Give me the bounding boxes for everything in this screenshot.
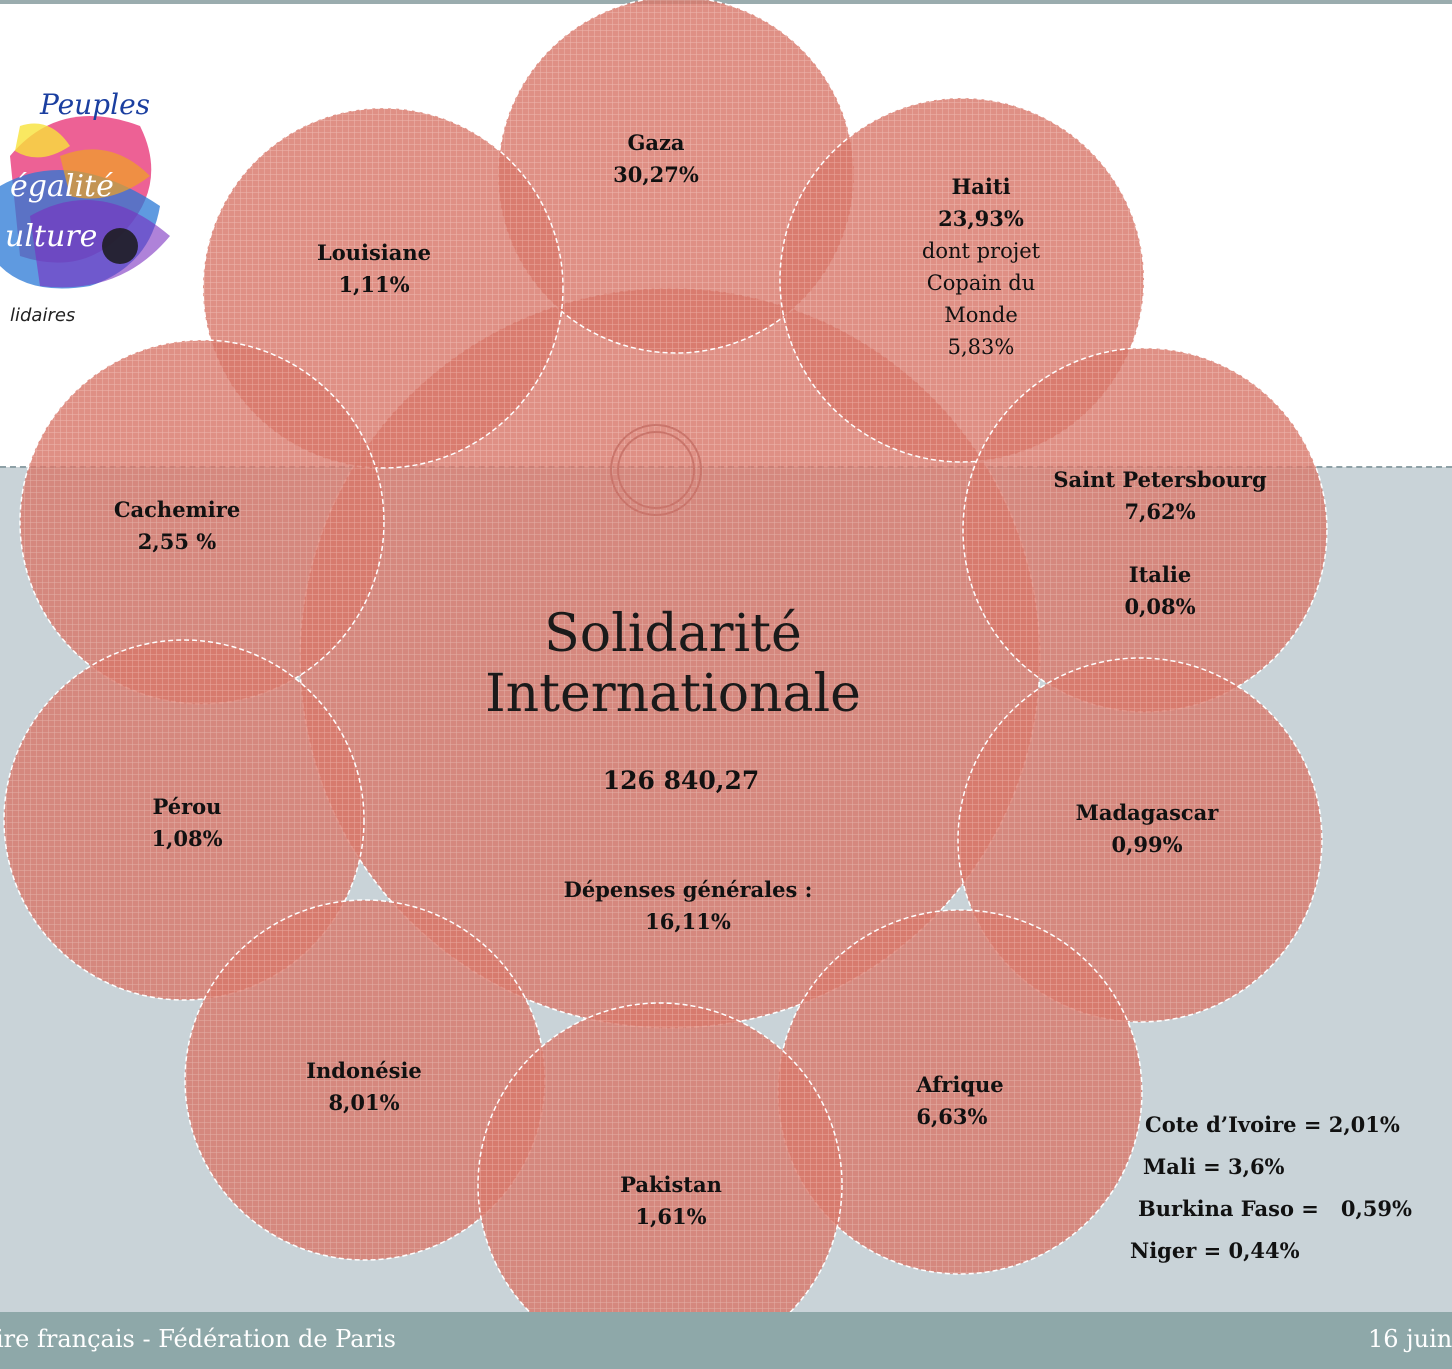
- svg-text:égalité: égalité: [10, 169, 114, 204]
- label-pakistan: Pakistan 1,61%: [620, 1169, 722, 1233]
- center-ring-icon: [610, 424, 702, 516]
- louisiane-name: Louisiane: [316, 240, 432, 265]
- svg-text:Peuples: Peuples: [39, 88, 150, 121]
- svg-text:ulture: ulture: [5, 219, 97, 254]
- afrique-value: 6,63%: [916, 1104, 988, 1129]
- afrique-breakdown-item: Niger = 0,44%: [1130, 1238, 1300, 1263]
- haiti-value: 23,93%: [938, 206, 1024, 231]
- louisiane-value: 1,11%: [338, 272, 410, 297]
- saint-petersbourg-name: Saint Petersbourg: [1053, 467, 1267, 492]
- footer-organization: ire français - Fédération de Paris: [0, 1325, 396, 1353]
- haiti-note-line1: dont projet: [921, 239, 1041, 263]
- saint-petersbourg-value: 7,62%: [1124, 499, 1196, 524]
- label-afrique: Afrique 6,63%: [916, 1069, 1003, 1133]
- label-indonesie: Indonésie 8,01%: [306, 1055, 422, 1119]
- haiti-note-value: 5,83%: [947, 335, 1015, 359]
- circle-cachemire: [19, 339, 385, 705]
- center-amount: 126 840,27: [602, 766, 760, 795]
- afrique-name: Afrique: [916, 1072, 1004, 1097]
- haiti-note-line3: Monde: [944, 303, 1018, 327]
- logo-image: Peuples égalité ulture lidaires: [0, 88, 170, 326]
- general-expenses-value: 16,11%: [645, 909, 731, 934]
- general-expenses-label: Dépenses générales :: [563, 877, 813, 902]
- label-gaza: Gaza 30,27%: [613, 127, 699, 191]
- circle-pakistan: [477, 1002, 843, 1368]
- indonesie-name: Indonésie: [306, 1058, 422, 1083]
- haiti-note-line2: Copain du: [926, 271, 1036, 295]
- top-border: [0, 0, 1452, 4]
- perou-name: Pérou: [152, 794, 222, 819]
- afrique-breakdown-item: Burkina Faso = 0,59%: [1138, 1196, 1412, 1221]
- pakistan-value: 1,61%: [635, 1204, 707, 1229]
- cachemire-value: 2,55 %: [137, 529, 217, 554]
- gaza-name: Gaza: [627, 130, 685, 155]
- gaza-value: 30,27%: [613, 162, 699, 187]
- italie-value: 0,08%: [1124, 594, 1196, 619]
- pakistan-name: Pakistan: [620, 1172, 722, 1197]
- label-louisiane: Louisiane 1,11%: [317, 237, 431, 301]
- haiti-name: Haiti: [951, 174, 1011, 199]
- circle-saint-petersbourg: [962, 347, 1328, 713]
- center-title-line2: Internationale: [485, 664, 861, 724]
- footer-bar: [0, 1312, 1452, 1369]
- madagascar-name: Madagascar: [1075, 800, 1219, 825]
- cachemire-name: Cachemire: [113, 497, 241, 522]
- label-perou: Pérou 1,08%: [151, 791, 222, 855]
- afrique-breakdown-item: Cote d’Ivoire = 2,01%: [1145, 1112, 1400, 1137]
- indonesie-value: 8,01%: [328, 1090, 400, 1115]
- center-title-line1: Solidarité: [544, 604, 802, 664]
- label-haiti: Haiti 23,93% dont projet Copain du Monde…: [922, 171, 1040, 363]
- circle-madagascar: [957, 657, 1323, 1023]
- perou-value: 1,08%: [151, 826, 223, 851]
- label-saint-petersbourg: Saint Petersbourg 7,62% Italie 0,08%: [1053, 464, 1266, 623]
- center-title: Solidarité Internationale: [485, 604, 861, 724]
- italie-name: Italie: [1128, 562, 1192, 587]
- afrique-breakdown-list: Cote d’Ivoire = 2,01% Mali = 3,6% Burkin…: [1128, 1104, 1412, 1272]
- afrique-breakdown-item: Mali = 3,6%: [1143, 1154, 1285, 1179]
- circle-haiti: [779, 97, 1145, 463]
- svg-text:lidaires: lidaires: [10, 305, 75, 326]
- circle-perou: [3, 639, 365, 1001]
- label-madagascar: Madagascar 0,99%: [1076, 797, 1219, 861]
- center-general-expenses: Dépenses générales : 16,11%: [564, 874, 813, 938]
- footer-date: 16 juin: [1368, 1325, 1452, 1353]
- madagascar-value: 0,99%: [1111, 832, 1183, 857]
- label-cachemire: Cachemire 2,55 %: [114, 494, 240, 558]
